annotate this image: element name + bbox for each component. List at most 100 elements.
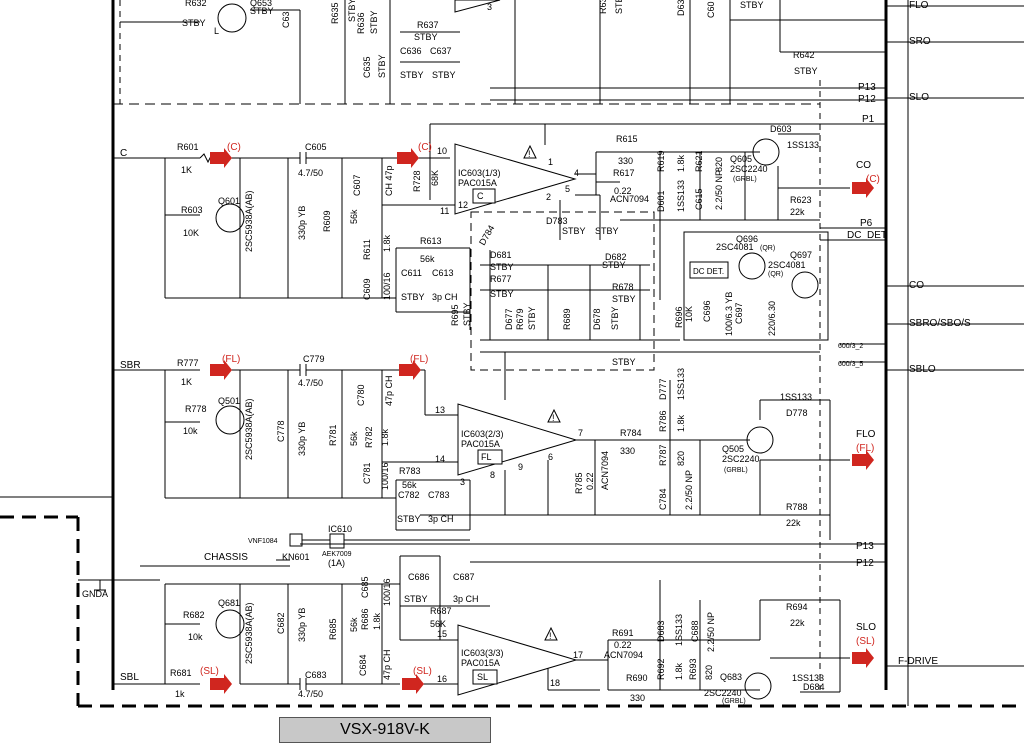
svg-text:STBY: STBY (612, 357, 636, 367)
svg-text:CH 47p: CH 47p (384, 165, 394, 196)
svg-text:R682: R682 (183, 610, 205, 620)
svg-text:Q697: Q697 (790, 250, 812, 260)
svg-text:1.8k: 1.8k (382, 234, 392, 252)
svg-text:R785: R785 (574, 472, 584, 494)
svg-text:R637: R637 (417, 20, 439, 30)
svg-text:6: 6 (548, 452, 553, 462)
channel-c-labels: C R601 1K (C) (C) R603 10K Q601 2SC5938A… (120, 142, 472, 326)
svg-text:100/16: 100/16 (382, 272, 392, 300)
svg-text:R788: R788 (786, 502, 808, 512)
arrow-flo-out (852, 450, 874, 470)
svg-text:330p YB: 330p YB (297, 206, 307, 240)
svg-text:600/3_5: 600/3_5 (838, 361, 863, 368)
svg-text:PAC015A: PAC015A (461, 658, 500, 668)
svg-text:D784: D784 (477, 223, 496, 247)
svg-text:C611: C611 (401, 268, 422, 278)
svg-text:R677: R677 (490, 274, 512, 284)
svg-text:5: 5 (565, 184, 570, 194)
svg-text:3: 3 (487, 2, 492, 12)
svg-text:R690: R690 (626, 673, 648, 683)
svg-text:13: 13 (435, 405, 445, 415)
svg-text:SBL: SBL (120, 672, 139, 683)
svg-text:47p CH: 47p CH (382, 649, 392, 680)
svg-text:R686: R686 (360, 608, 370, 630)
svg-text:3p CH: 3p CH (432, 292, 458, 302)
svg-text:STBY: STBY (612, 294, 636, 304)
svg-text:(SL): (SL) (856, 636, 875, 647)
channel-sl-labels: SBL R681 1k (SL) (SL) C686 STBY C687 3p … (120, 572, 479, 699)
svg-text:56k: 56k (349, 431, 359, 446)
svg-text:1SS133: 1SS133 (676, 180, 686, 212)
svg-text:PAC015A: PAC015A (458, 178, 497, 188)
svg-text:STBY: STBY (432, 70, 456, 80)
svg-text:R632: R632 (185, 0, 207, 8)
svg-text:IC610: IC610 (328, 524, 352, 534)
svg-text:(C): (C) (866, 174, 880, 185)
svg-text:ACN7094: ACN7094 (600, 451, 610, 490)
arrow-c-mid (397, 148, 419, 168)
svg-text:P12: P12 (858, 94, 876, 105)
svg-text:2: 2 (546, 192, 551, 202)
svg-text:C688: C688 (690, 620, 700, 642)
svg-text:R609: R609 (322, 210, 332, 232)
svg-text:2SC2240: 2SC2240 (704, 688, 742, 698)
svg-text:(GRBL): (GRBL) (724, 467, 748, 474)
svg-text:2SC2240: 2SC2240 (730, 164, 768, 174)
svg-text:9: 9 (518, 462, 523, 472)
svg-text:22k: 22k (790, 207, 805, 217)
svg-text:100/6.3 YB: 100/6.3 YB (724, 292, 734, 336)
svg-text:D601: D601 (656, 190, 666, 212)
svg-text:600/3_2: 600/3_2 (838, 343, 863, 350)
svg-text:4.7/50: 4.7/50 (298, 689, 323, 699)
svg-text:11: 11 (440, 206, 449, 216)
svg-text:R787: R787 (658, 444, 668, 466)
svg-text:R611: R611 (362, 239, 372, 260)
svg-text:7: 7 (578, 428, 583, 438)
channel-fl-labels: SBR R777 1K (FL) (FL) R778 10k Q501 2SC5… (120, 354, 454, 524)
svg-text:P13: P13 (858, 82, 876, 93)
model-label: VSX-918V-K (279, 717, 491, 743)
svg-text:R786: R786 (658, 410, 668, 432)
svg-text:4: 4 (574, 168, 579, 178)
svg-text:C609: C609 (362, 278, 372, 300)
frame (0, 0, 1024, 708)
output-lines (300, 123, 1024, 667)
svg-text:330p YB: 330p YB (297, 608, 307, 642)
svg-text:STBY: STBY (490, 289, 514, 299)
svg-text:C783: C783 (428, 490, 450, 500)
svg-text:R603: R603 (181, 205, 203, 215)
svg-text:330: 330 (620, 446, 635, 456)
svg-text:(C): (C) (418, 142, 432, 153)
opamp-ic603-1: C IC603(1/3) PAC015A 10 12 11 1 4 5 2 ! (437, 143, 579, 216)
svg-text:(FL): (FL) (410, 354, 428, 365)
svg-text:C687: C687 (453, 572, 475, 582)
svg-text:STBY: STBY (369, 10, 379, 34)
model-label-text: VSX-918V-K (340, 721, 430, 738)
svg-text:STBY: STBY (740, 0, 764, 10)
svg-text:D777: D777 (658, 378, 668, 400)
svg-text:IC603(2/3): IC603(2/3) (461, 429, 504, 439)
svg-text:Q601: Q601 (218, 196, 240, 206)
svg-text:SL: SL (477, 672, 488, 682)
svg-text:(FL): (FL) (856, 443, 874, 454)
svg-text:16: 16 (437, 674, 447, 684)
svg-text:Q653: Q653 (250, 0, 272, 8)
svg-text:2SC5938A(AB): 2SC5938A(AB) (244, 398, 254, 460)
svg-text:C: C (477, 191, 484, 201)
svg-text:2SC5938A(AB): 2SC5938A(AB) (244, 190, 254, 252)
svg-text:2SC4081: 2SC4081 (716, 242, 754, 252)
svg-text:1SS133: 1SS133 (787, 140, 819, 150)
svg-text:STBY: STBY (462, 302, 472, 326)
svg-text:R695: R695 (450, 304, 460, 326)
svg-text:8: 8 (490, 470, 495, 480)
arrow-co-out (852, 178, 874, 198)
svg-text:Q501: Q501 (218, 396, 240, 406)
svg-text:10K: 10K (684, 306, 694, 322)
svg-text:R617: R617 (613, 168, 635, 178)
svg-text:(QR): (QR) (760, 245, 775, 252)
svg-text:R696: R696 (674, 306, 684, 328)
svg-text:R635: R635 (330, 2, 340, 24)
svg-text:3p CH: 3p CH (428, 514, 454, 524)
svg-text:(1A): (1A) (328, 558, 345, 568)
